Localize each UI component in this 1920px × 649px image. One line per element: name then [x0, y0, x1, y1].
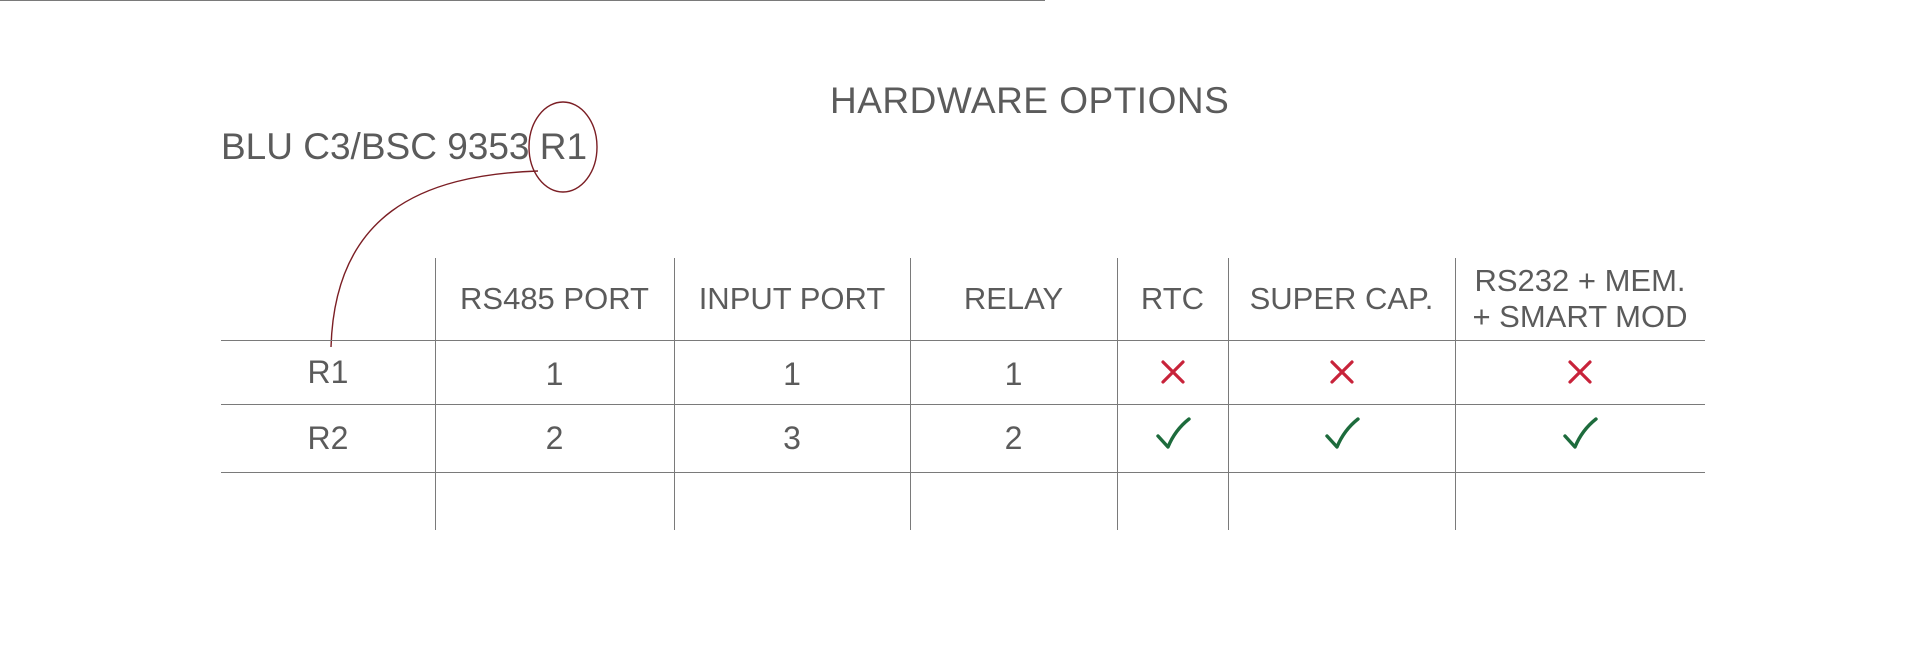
- cross-icon: [1455, 340, 1705, 404]
- cross-icon: [1117, 340, 1228, 404]
- diagram-title: HARDWARE OPTIONS: [830, 80, 1230, 121]
- row-label: R1: [307, 353, 349, 390]
- table-cell: 2: [1004, 419, 1023, 456]
- column-divider: [1228, 258, 1229, 530]
- check-icon: [1228, 400, 1455, 468]
- table-row-rule: [221, 404, 1705, 405]
- column-header: SUPER CAP.: [1249, 281, 1434, 316]
- column-header: RS232 + MEM. + SMART MOD: [1472, 263, 1688, 334]
- cross-icon: [1228, 340, 1455, 404]
- table-cell: 3: [783, 419, 801, 456]
- table-row-rule: [221, 472, 1705, 473]
- table-cell: 1: [783, 355, 801, 392]
- model-variant-highlight: R1: [539, 126, 588, 167]
- title-rule: [0, 0, 1045, 1]
- column-divider: [1117, 258, 1118, 530]
- column-divider: [910, 258, 911, 530]
- column-divider: [1455, 258, 1456, 530]
- column-header: RS485 PORT: [460, 281, 649, 316]
- column-header: RTC: [1140, 281, 1205, 316]
- column-header: INPUT PORT: [698, 281, 886, 316]
- table-header-rule: [221, 340, 1705, 341]
- column-divider: [674, 258, 675, 530]
- table-cell: 2: [545, 419, 564, 456]
- table-cell: 1: [545, 355, 564, 392]
- check-icon: [1117, 400, 1228, 468]
- callout-curve: [330, 170, 539, 348]
- row-label: R2: [307, 419, 349, 456]
- check-icon: [1455, 400, 1705, 468]
- table-cell: 1: [1004, 355, 1023, 392]
- model-name: BLU C3/BSC 9353 R1: [221, 126, 587, 168]
- highlight-circle: [528, 101, 598, 193]
- column-divider: [435, 258, 436, 530]
- model-prefix: BLU C3/BSC 9353: [221, 126, 540, 167]
- column-header: RELAY: [963, 281, 1064, 316]
